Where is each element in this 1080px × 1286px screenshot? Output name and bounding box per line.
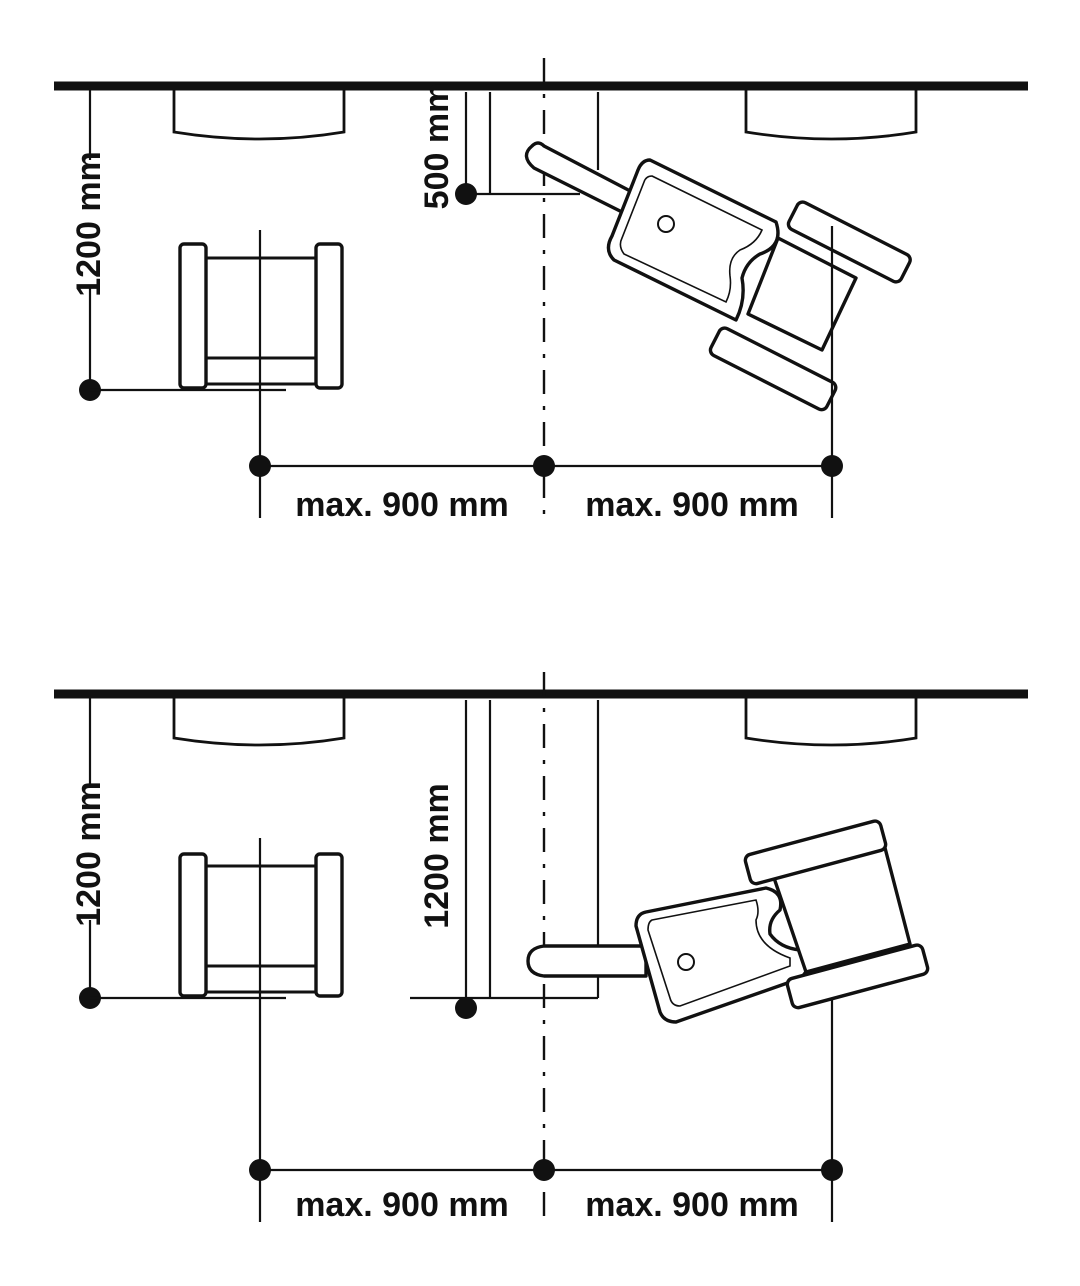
bottom-dim-dot-center (533, 1159, 555, 1181)
top-console-right (744, 90, 918, 141)
top-styling-chair (178, 242, 344, 390)
top-wash-dot (455, 183, 477, 205)
bottom-layout: 1200 mm 1200 mm (54, 672, 1028, 1228)
top-dim-dot-right (821, 455, 843, 477)
bottom-wash-chair (526, 819, 930, 1024)
top-wash-label: 500 mm (418, 83, 456, 210)
top-dim-bottom-right-label: max. 900 mm (585, 486, 799, 524)
top-dim-dot-center (533, 455, 555, 477)
top-wash-chair (524, 141, 912, 412)
top-dim-dot-left (249, 455, 271, 477)
bottom-dim-dot-right (821, 1159, 843, 1181)
bottom-dim-dot-left (249, 1159, 271, 1181)
bottom-dim-bottom-left-label: max. 900 mm (295, 1186, 509, 1224)
bottom-console-right (744, 698, 918, 747)
bottom-wash-dot (455, 997, 477, 1019)
bottom-wash-label: 1200 mm (418, 783, 456, 929)
bottom-dim-bottom-right-label: max. 900 mm (585, 1186, 799, 1224)
top-layout: 1200 mm 500 mm (54, 58, 1028, 524)
bottom-dim-left-label: 1200 mm (70, 781, 108, 927)
bottom-console-left (172, 698, 346, 747)
top-dim-left-label: 1200 mm (70, 151, 108, 297)
top-console-left (172, 90, 346, 141)
top-dim-bottom-left-label: max. 900 mm (295, 486, 509, 524)
